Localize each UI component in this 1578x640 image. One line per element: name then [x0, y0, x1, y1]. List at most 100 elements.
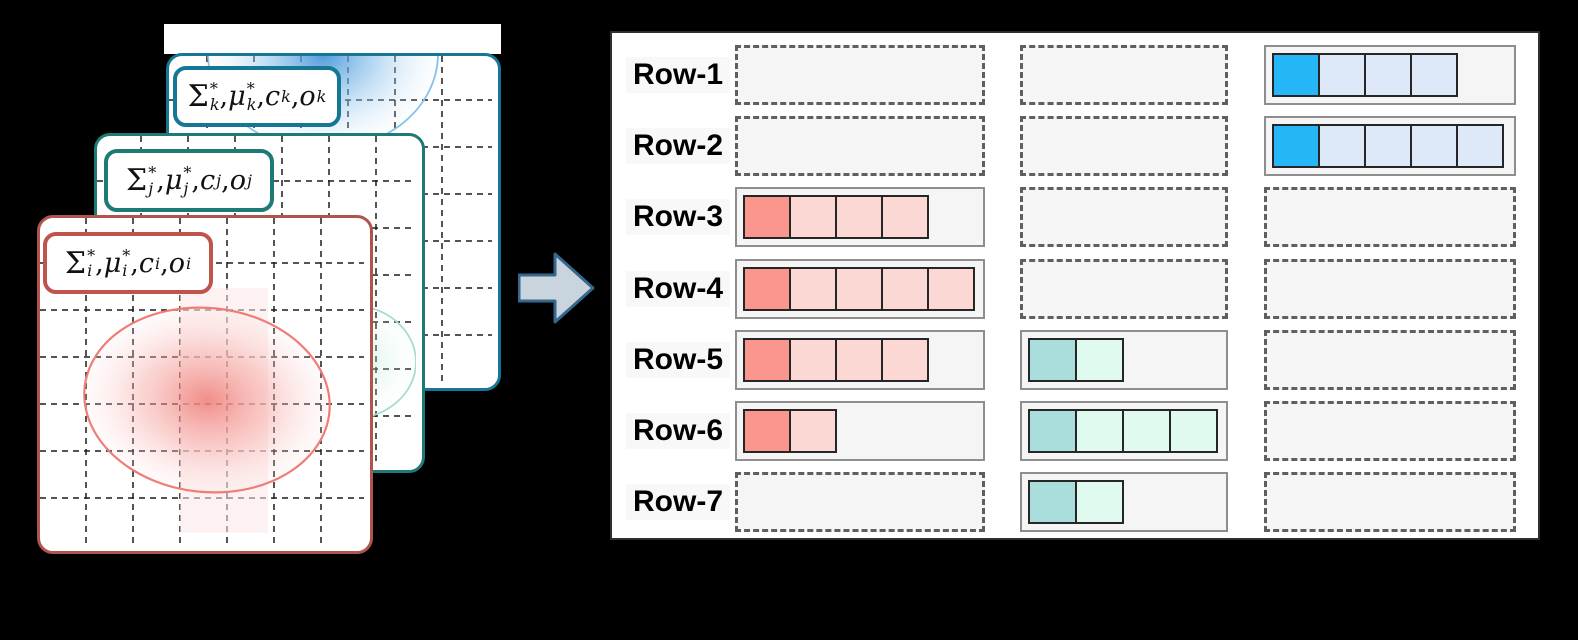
math-subscript: k [209, 94, 220, 114]
bar-cell [1169, 409, 1218, 453]
row-label: Row-3 [626, 199, 730, 236]
bar-cell [1410, 53, 1458, 97]
bar-cell-primary [1028, 337, 1077, 382]
bar-cell [1318, 124, 1366, 169]
math-superscript: * [183, 163, 192, 183]
math-symbol: o [168, 247, 185, 279]
math-subscript: j [216, 171, 222, 190]
assignment-row: Row-4 [612, 258, 1538, 319]
assignment-row: Row-3 [612, 187, 1538, 248]
row-label: Row-7 [626, 484, 730, 521]
bar-cell [789, 195, 837, 240]
math-superscript: * [122, 245, 131, 265]
bar-cell [1318, 53, 1366, 97]
math-supsub: *i [122, 245, 131, 280]
gaussian-bar-box [1020, 401, 1228, 461]
math-symbol: Σ [64, 245, 87, 281]
bar-cell [789, 409, 837, 453]
math-separator: , [219, 81, 229, 112]
math-supsub: *i [87, 245, 96, 280]
row-label: Row-6 [626, 413, 730, 449]
bar-cell-primary [1028, 409, 1077, 453]
bar-cell [1456, 124, 1504, 169]
empty-slot-box [1264, 472, 1516, 533]
bar-cell [1075, 337, 1124, 382]
row-label: Row-4 [626, 270, 730, 307]
bar-cell [1364, 53, 1412, 97]
math-separator: , [221, 165, 230, 196]
assignment-row: Row-5 [612, 329, 1538, 390]
bar-cell-primary [1272, 53, 1320, 97]
math-separator: , [130, 247, 139, 279]
math-separator: , [156, 165, 165, 196]
assignment-row: Row-1 [612, 45, 1538, 105]
math-subscript: k [281, 87, 291, 106]
math-separator: , [191, 165, 201, 196]
empty-slot-box [1264, 329, 1516, 390]
bar-cell [835, 337, 883, 382]
math-separator: , [256, 81, 265, 112]
bar-cell [789, 337, 837, 382]
assignment-row: Row-7 [612, 472, 1538, 533]
math-superscript: * [148, 163, 157, 183]
gaussian-bar-box [735, 258, 985, 319]
empty-slot-box [1020, 116, 1228, 177]
empty-slot-box [735, 472, 985, 533]
bar-cell-primary [743, 337, 791, 382]
bar-cell [1075, 480, 1124, 525]
math-subscript: j [183, 178, 189, 198]
math-symbol: c [138, 247, 154, 279]
empty-slot-box [1020, 258, 1228, 319]
empty-slot-box [735, 116, 985, 177]
math-symbol: o [229, 165, 246, 196]
bar-cell [927, 266, 975, 311]
gaussian-card-i [37, 215, 373, 554]
math-separator: , [290, 81, 300, 112]
bar-cell-primary [743, 195, 791, 240]
grid-canvas-i [40, 218, 364, 545]
bar-cell [881, 266, 929, 311]
bar-cell [835, 266, 883, 311]
bar-cell-primary [743, 409, 791, 453]
bar-cell [881, 337, 929, 382]
bar-cell-primary [743, 266, 791, 311]
gaussian-bar-box [735, 329, 985, 390]
bar-cell [835, 195, 883, 240]
assignment-row: Row-2 [612, 116, 1538, 177]
bar-cell-primary [1028, 480, 1077, 525]
bar-cell [1122, 409, 1171, 453]
math-subscript: i [122, 261, 128, 280]
cropped-title-strip [164, 24, 501, 54]
gaussian-bar-box [735, 187, 985, 248]
bar-cell [1075, 409, 1124, 453]
math-subscript: j [246, 171, 252, 190]
math-superscript: * [87, 245, 96, 265]
math-subscript: i [87, 261, 93, 280]
bar-cell [1410, 124, 1458, 169]
math-subscript: i [154, 253, 161, 273]
math-symbol: μ [228, 81, 246, 112]
math-separator: , [95, 247, 104, 279]
gaussian-bar-box [1020, 472, 1228, 533]
math-symbol: Σ [187, 79, 209, 114]
math-symbol: μ [164, 165, 183, 196]
bar-cell [1364, 124, 1412, 169]
row-label: Row-2 [626, 128, 730, 165]
math-subscript: k [246, 94, 257, 114]
math-separator: , [160, 247, 169, 279]
math-supsub: *j [183, 163, 192, 198]
assignment-row: Row-6 [612, 401, 1538, 461]
math-symbol: Σ [126, 163, 148, 198]
empty-slot-box [735, 45, 985, 105]
empty-slot-box [1264, 401, 1516, 461]
dashed-grid [169, 56, 492, 382]
bar-cell [789, 266, 837, 311]
math-symbol: c [264, 81, 281, 112]
math-superscript: * [209, 79, 218, 99]
row-label: Row-5 [626, 341, 730, 378]
math-subscript: k [316, 87, 327, 106]
